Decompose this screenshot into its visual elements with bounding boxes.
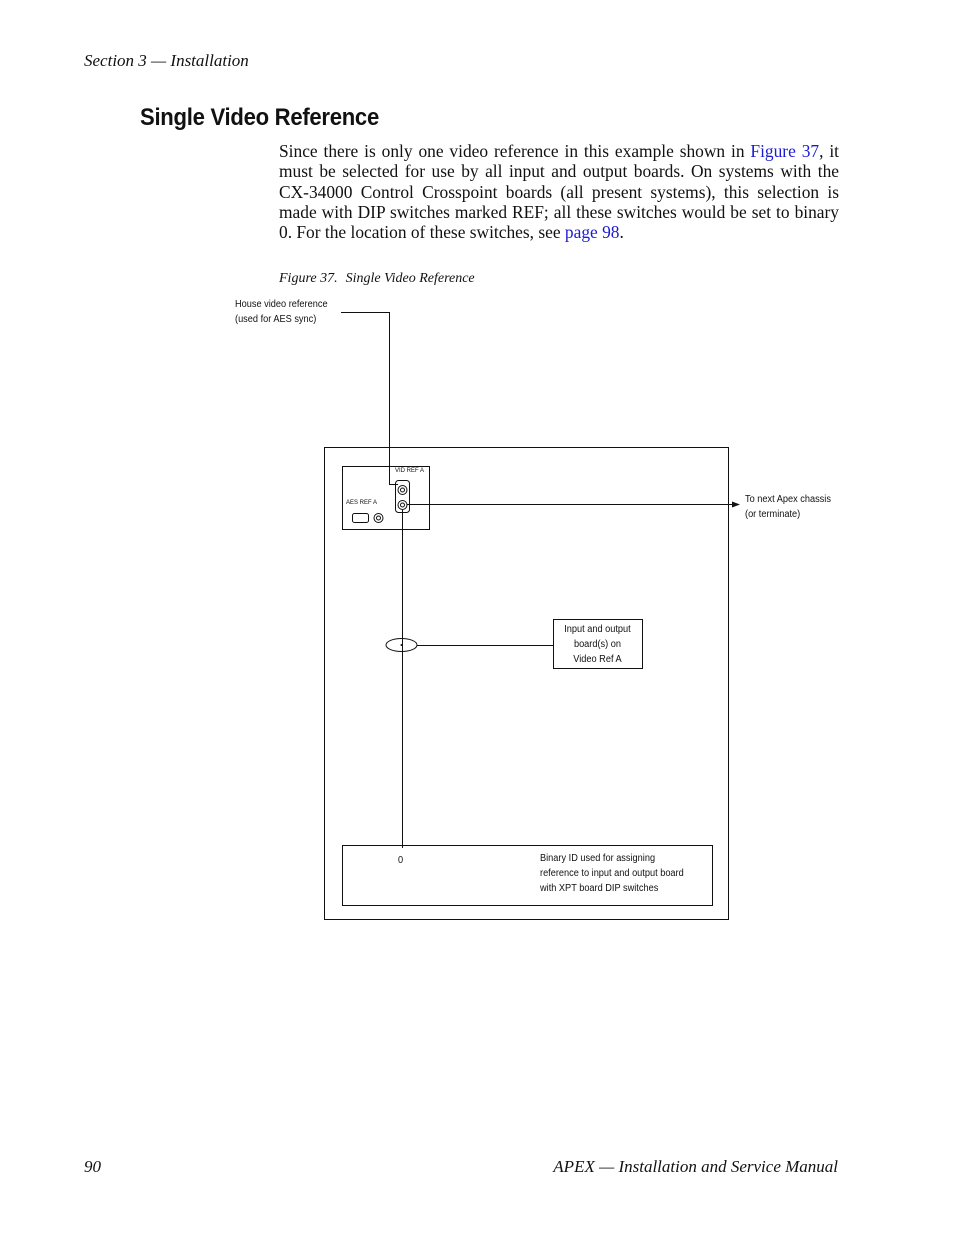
junction-ellipse bbox=[385, 638, 418, 652]
figure-caption: Figure 37. Single Video Reference bbox=[279, 271, 475, 287]
paragraph-text: . bbox=[619, 222, 624, 243]
arrow-head-icon bbox=[732, 501, 740, 508]
figure-number: Figure 37. bbox=[279, 271, 338, 286]
next-chassis-line: (or terminate) bbox=[745, 509, 801, 520]
running-head: Section 3 — Installation bbox=[84, 51, 249, 70]
binary-id-label: Binary ID used for assigning reference t… bbox=[540, 851, 684, 896]
house-ref-line: House video reference bbox=[235, 299, 328, 310]
boards-line: board(s) on bbox=[573, 639, 621, 650]
binary-value: 0 bbox=[398, 855, 404, 866]
vid-ref-label: VID REF A bbox=[395, 468, 425, 474]
aes-connector-icon bbox=[373, 513, 384, 523]
boards-line: Input and output bbox=[564, 624, 631, 635]
bnc-connector-icon bbox=[400, 487, 405, 493]
boards-label: Input and output board(s) on Video Ref A bbox=[557, 622, 638, 667]
bnc-pair-outline bbox=[395, 480, 410, 513]
figure-link[interactable]: Figure 37 bbox=[750, 141, 820, 161]
binary-id-line: Binary ID used for assigning bbox=[540, 853, 656, 864]
aes-ref-label: AES REF A bbox=[346, 500, 378, 506]
page-number: 90 bbox=[84, 1157, 101, 1176]
house-ref-cable bbox=[341, 312, 398, 485]
next-chassis-label: To next Apex chassis (or terminate) bbox=[745, 492, 831, 522]
paragraph-text: Since there is only one video reference … bbox=[279, 141, 751, 161]
binary-id-line: reference to input and output board bbox=[540, 868, 684, 879]
frame-box bbox=[324, 447, 729, 920]
junction-dot bbox=[400, 644, 403, 646]
dsub-connector-icon bbox=[352, 513, 369, 523]
bnc-connector-icon bbox=[400, 502, 405, 508]
page-link[interactable]: page 98 bbox=[564, 222, 620, 243]
bnc-connector-icon bbox=[397, 485, 408, 495]
house-ref-label: House video reference (used for AES sync… bbox=[235, 297, 328, 327]
figure-title: Single Video Reference bbox=[345, 271, 475, 286]
connector-panel bbox=[342, 466, 430, 530]
house-ref-line: (used for AES sync) bbox=[235, 314, 317, 325]
binary-id-line: with XPT board DIP switches bbox=[540, 883, 659, 894]
manual-title: APEX — Installation and Service Manual bbox=[553, 1157, 838, 1176]
paragraph-text: , it must be selected for use by all inp… bbox=[279, 141, 839, 243]
boards-line: Video Ref A bbox=[573, 654, 622, 665]
section-heading: Single Video Reference bbox=[140, 104, 379, 131]
next-chassis-line: To next Apex chassis bbox=[745, 494, 831, 505]
aes-connector-icon bbox=[376, 515, 381, 521]
body-paragraph: Since there is only one video reference … bbox=[279, 141, 839, 242]
bnc-connector-icon bbox=[397, 500, 408, 510]
